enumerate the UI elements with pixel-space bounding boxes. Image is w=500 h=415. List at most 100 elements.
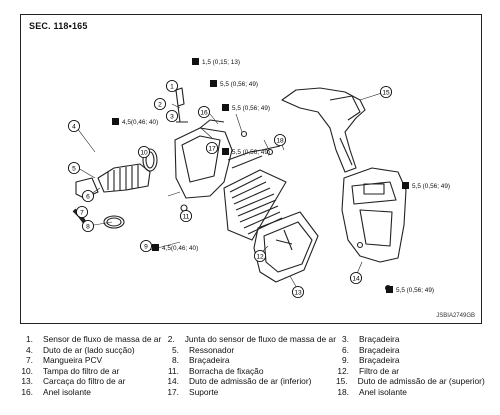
- callout-12: 12: [253, 249, 267, 263]
- legend-label: Anel isolante: [359, 386, 407, 397]
- torque-label: 5,5 (0,56; 49): [396, 287, 434, 294]
- legend-label: Suporte: [189, 386, 219, 397]
- callout-circle: [379, 85, 393, 99]
- callout-number: 2: [158, 101, 162, 108]
- air-cleaner-case: [253, 211, 319, 283]
- torque-label: 4,5(0,46; 40): [162, 245, 198, 252]
- diagram-frame: SEC. 118•165 JSBIA2749GB: [20, 14, 482, 324]
- callout-2: 2: [153, 97, 167, 111]
- legend-label: Braçadeira: [359, 334, 400, 344]
- air-filter-element: [223, 169, 287, 241]
- callout-circle: [165, 79, 179, 93]
- legend-number: 16.: [21, 386, 33, 397]
- legend-label: Anel isolante: [43, 386, 91, 397]
- callout-circle: [137, 145, 151, 159]
- torque-icon: [112, 118, 119, 125]
- image-code: JSBIA2749GB: [436, 313, 475, 319]
- legend-number: 3.: [342, 334, 349, 344]
- callout-4: 4: [67, 119, 81, 133]
- callout-number: 18: [276, 137, 284, 144]
- legend-row: 7.Mangueira PCV 8.Braçadeira 9.Braçadeir…: [20, 355, 490, 366]
- torque-icon: [222, 104, 229, 111]
- legend-label: Braçadeira: [189, 355, 230, 366]
- callout-14: 14: [349, 271, 363, 285]
- legend-number: 5.: [172, 344, 179, 355]
- legend-number: 8.: [172, 355, 179, 366]
- legend-row: 10.Tampa do filtro de ar 11.Borracha de …: [20, 366, 490, 377]
- callout-number: 8: [86, 223, 90, 230]
- maf-sensor: [175, 87, 185, 107]
- legend-label: Junta do sensor de fluxo de massa de ar: [184, 334, 336, 344]
- callout-circle: [153, 97, 167, 111]
- callout-number: 1: [170, 83, 174, 90]
- callout-number: 6: [86, 193, 90, 200]
- callout-number: 15: [382, 89, 390, 96]
- torque-icon: [222, 148, 229, 155]
- torque-label: 5,5 (0,56; 49): [220, 81, 258, 88]
- callout-number: 10: [140, 149, 148, 156]
- legend-label: Duto de ar (lado sucção): [43, 344, 135, 355]
- callout-13: 13: [291, 285, 305, 299]
- torque-icon: [192, 58, 199, 65]
- callout-circle: [273, 133, 287, 147]
- torque-label: 5,5 (0,56; 49): [232, 105, 270, 112]
- callout-8: 8: [81, 219, 95, 233]
- callout-1: 1: [165, 79, 179, 93]
- legend-number: 12.: [337, 365, 349, 376]
- callout-number: 11: [183, 213, 190, 220]
- torque-icon: [152, 244, 159, 251]
- legend-row: 16.Anel isolante 17.Suporte 18.Anel isol…: [20, 387, 490, 398]
- legend-label: Borracha de fixação: [189, 365, 264, 376]
- legend-number: 4.: [26, 344, 33, 355]
- legend-row: 13.Carcaça do filtro de ar 14.Duto de ad…: [20, 376, 490, 387]
- callout-17: 17: [205, 141, 219, 155]
- legend-number: 9.: [342, 355, 349, 366]
- callout-18: 18: [273, 133, 287, 147]
- legend-label: Carcaça do filtro de ar: [43, 376, 126, 387]
- callout-6: 6: [81, 189, 95, 203]
- legend-number: 6.: [342, 344, 349, 355]
- callout-number: 9: [144, 243, 148, 250]
- callout-3: 3: [165, 109, 179, 123]
- callout-circle: [75, 205, 89, 219]
- callout-circle: [253, 249, 267, 263]
- callout-circle: [67, 161, 81, 175]
- callout-circle: [81, 189, 95, 203]
- upper-intake-duct: [281, 87, 366, 173]
- callout-5: 5: [67, 161, 81, 175]
- legend-label: Ressonador: [189, 344, 235, 355]
- callout-7: 7: [75, 205, 89, 219]
- exploded-diagram: 1,5 (0,15; 13) 5,5 (0,56; 49) 4,5(0,46; …: [67, 58, 450, 299]
- legend-number: 2.: [167, 334, 175, 344]
- callout-number: 14: [352, 275, 360, 282]
- callout-number: 5: [72, 165, 76, 172]
- callout-circle: [197, 105, 211, 119]
- legend-number: 10.: [21, 365, 33, 376]
- parts-legend: 1.Sensor de fluxo de massa de ar 2.Junta…: [20, 334, 490, 398]
- torque-icon: [402, 182, 409, 189]
- callout-number: 17: [208, 145, 216, 152]
- legend-number: 14.: [167, 376, 179, 387]
- callout-15: 15: [379, 85, 393, 99]
- section-title: SEC. 118•165: [29, 21, 88, 31]
- torque-label: 5,5 (0,56; 49): [232, 149, 270, 156]
- callout-circle: [179, 209, 193, 223]
- legend-row: 4.Duto de ar (lado sucção) 5.Ressonador …: [20, 345, 490, 356]
- callout-16: 16: [197, 105, 211, 119]
- callout-number: 7: [80, 209, 84, 216]
- torque-label: 5,5 (0,56; 49): [412, 183, 450, 190]
- callout-circle: [67, 119, 81, 133]
- torque-markers: [112, 58, 409, 293]
- lower-intake-duct: [341, 167, 407, 263]
- legend-number: 11.: [167, 365, 179, 376]
- torque-label: 1,5 (0,15; 13): [202, 59, 240, 66]
- callout-circle: [165, 109, 179, 123]
- legend-number: 13.: [21, 376, 33, 387]
- callout-number: 12: [256, 253, 264, 260]
- callout-number: 16: [200, 109, 208, 116]
- legend-number: 17.: [167, 386, 179, 397]
- callout-10: 10: [137, 145, 151, 159]
- torque-icon: [210, 80, 217, 87]
- inlet-duct: [97, 163, 151, 193]
- callout-circle: [349, 271, 363, 285]
